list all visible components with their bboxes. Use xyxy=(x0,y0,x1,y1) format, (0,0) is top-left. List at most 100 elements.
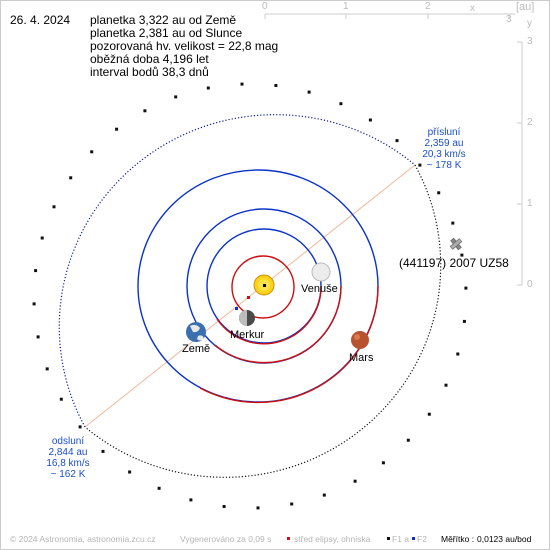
asteroid-position-dot xyxy=(368,118,372,122)
asteroid-position-dot xyxy=(427,412,431,416)
asteroid-position-dot xyxy=(78,425,82,429)
asteroid-position-dots xyxy=(32,82,468,510)
legend-f1-marker xyxy=(387,537,390,540)
asteroid-position-dot xyxy=(456,352,460,356)
perihelion-label: přísluní xyxy=(427,127,461,138)
aphelion-distance: 2,844 au xyxy=(48,447,88,458)
venus-orbit-south-half xyxy=(216,285,322,345)
asteroid-position-dot xyxy=(256,506,260,510)
asteroid-position-dot xyxy=(460,253,464,257)
asteroid-position-dot xyxy=(40,236,44,240)
earth-orbit-south-half xyxy=(214,285,342,364)
footer-copyright: © 2024 Astronomia, astronomia.zcu.cz xyxy=(10,534,156,544)
asteroid-position-dot xyxy=(157,486,161,490)
sun-focus-marker xyxy=(263,284,266,287)
info-magnitude: pozorovaná hv. velikost = 22,8 mag xyxy=(90,39,279,53)
mercury-orbit xyxy=(231,255,295,319)
asteroid-position-dot xyxy=(59,397,63,401)
footer-scale-value: 0,0123 au/bod xyxy=(477,534,532,544)
perihelion-speed: 20,3 km/s xyxy=(422,149,466,160)
asteroid-position-dot xyxy=(32,302,36,306)
asteroid-position-dot xyxy=(395,139,399,143)
footer-scale-label: Měřítko : xyxy=(441,534,475,544)
aphelion-note: odsluní 2,844 au 16,8 km/s ~ 162 K xyxy=(36,436,100,480)
asteroid-position-dot xyxy=(206,86,210,90)
focus-f2-marker xyxy=(235,307,238,310)
top-tick-1: 1 xyxy=(343,1,349,12)
mars-label: Mars xyxy=(349,352,374,364)
asteroid-marker xyxy=(449,237,463,251)
info-distance-earth: planetka 3,322 au od Země xyxy=(90,13,237,27)
ellipse-center-marker xyxy=(247,296,250,299)
mars-highlight xyxy=(354,334,360,340)
right-tick-3: 3 xyxy=(527,36,533,47)
asteroid-position-dot xyxy=(101,449,105,453)
top-scale xyxy=(264,13,515,19)
legend-f2-marker xyxy=(412,537,415,540)
x-axis-symbol: x xyxy=(470,3,475,14)
aphelion-temperature: ~ 162 K xyxy=(50,469,86,480)
asteroid-position-dot xyxy=(418,163,422,167)
asteroid-position-dot xyxy=(322,493,326,497)
perihelion-distance: 2,359 au xyxy=(424,138,464,149)
asteroid-position-dot xyxy=(339,102,343,106)
aphelion-speed: 16,8 km/s xyxy=(46,458,90,469)
asteroid-position-dot xyxy=(34,269,38,273)
asteroid-position-dot xyxy=(189,498,193,502)
asteroid-position-dot xyxy=(45,367,49,371)
top-tick-2: 2 xyxy=(425,1,431,12)
footer-legend-f1: F1 a xyxy=(392,534,410,544)
perihelion-note: přísluní 2,359 au 20,3 km/s ~ 178 K xyxy=(412,127,476,171)
footer-legend-f2: F2 xyxy=(417,534,427,544)
asteroid-position-dot xyxy=(381,461,385,465)
legend-center-marker xyxy=(287,537,290,540)
venus-label: Venuše xyxy=(301,283,338,295)
asteroid-position-dot xyxy=(128,470,132,474)
right-scale xyxy=(517,41,523,286)
y-axis-symbol: y xyxy=(527,18,532,29)
earth-label: Země xyxy=(182,343,211,355)
asteroid-position-dot xyxy=(240,82,244,86)
asteroid-position-dot xyxy=(52,205,56,209)
perihelion-temperature: ~ 178 K xyxy=(426,160,462,171)
mercury-label: Merkur xyxy=(230,329,265,341)
mars-orbit-south-half xyxy=(199,285,379,404)
info-period: oběžná doba 4,196 let xyxy=(90,52,209,66)
asteroid-position-dot xyxy=(353,479,357,483)
asteroid-position-dot xyxy=(464,286,468,290)
date-label: 26. 4. 2024 xyxy=(10,13,71,27)
asteroid-position-dot xyxy=(222,505,226,508)
asteroid-position-dot xyxy=(406,438,410,442)
asteroid-orbit-south xyxy=(84,164,442,478)
mars-planet xyxy=(351,331,369,349)
asteroid-position-dot xyxy=(36,335,40,339)
asteroid-position-dot xyxy=(143,109,147,113)
asteroid-position-dot xyxy=(451,221,455,225)
asteroid-position-dot xyxy=(69,176,73,180)
asteroid-position-dot xyxy=(90,150,94,154)
unit-label: [au] xyxy=(516,1,535,13)
top-tick-0: 0 xyxy=(262,1,268,12)
asteroid-position-dot xyxy=(290,502,294,506)
asteroid-name: (441197) 2007 UZ58 xyxy=(399,256,509,270)
asteroid-orbit-north xyxy=(58,114,416,428)
aphelion-label: odsluní xyxy=(51,436,85,447)
right-tick-1: 1 xyxy=(527,198,533,209)
asteroid-position-dot xyxy=(307,90,311,94)
asteroid-position-dot xyxy=(437,191,441,195)
asteroid-position-dot xyxy=(462,319,466,323)
info-interval: interval bodů 38,3 dnů xyxy=(90,65,209,79)
footer-generated: Vygenerováno za 0,09 s xyxy=(180,534,272,544)
asteroid-position-dot xyxy=(115,127,119,131)
earth-clouds xyxy=(190,324,204,341)
venus-planet xyxy=(311,262,331,282)
asteroid-position-dot xyxy=(444,383,448,387)
right-tick-0: 0 xyxy=(527,279,533,290)
asteroid-position-dot xyxy=(274,84,278,87)
info-distance-sun: planetka 2,381 au od Slunce xyxy=(90,26,243,40)
mercury-lit-side xyxy=(239,310,247,326)
top-tick-3: 3 xyxy=(506,14,512,25)
footer-legend-center: střed elipsy, ohniska xyxy=(294,534,371,544)
